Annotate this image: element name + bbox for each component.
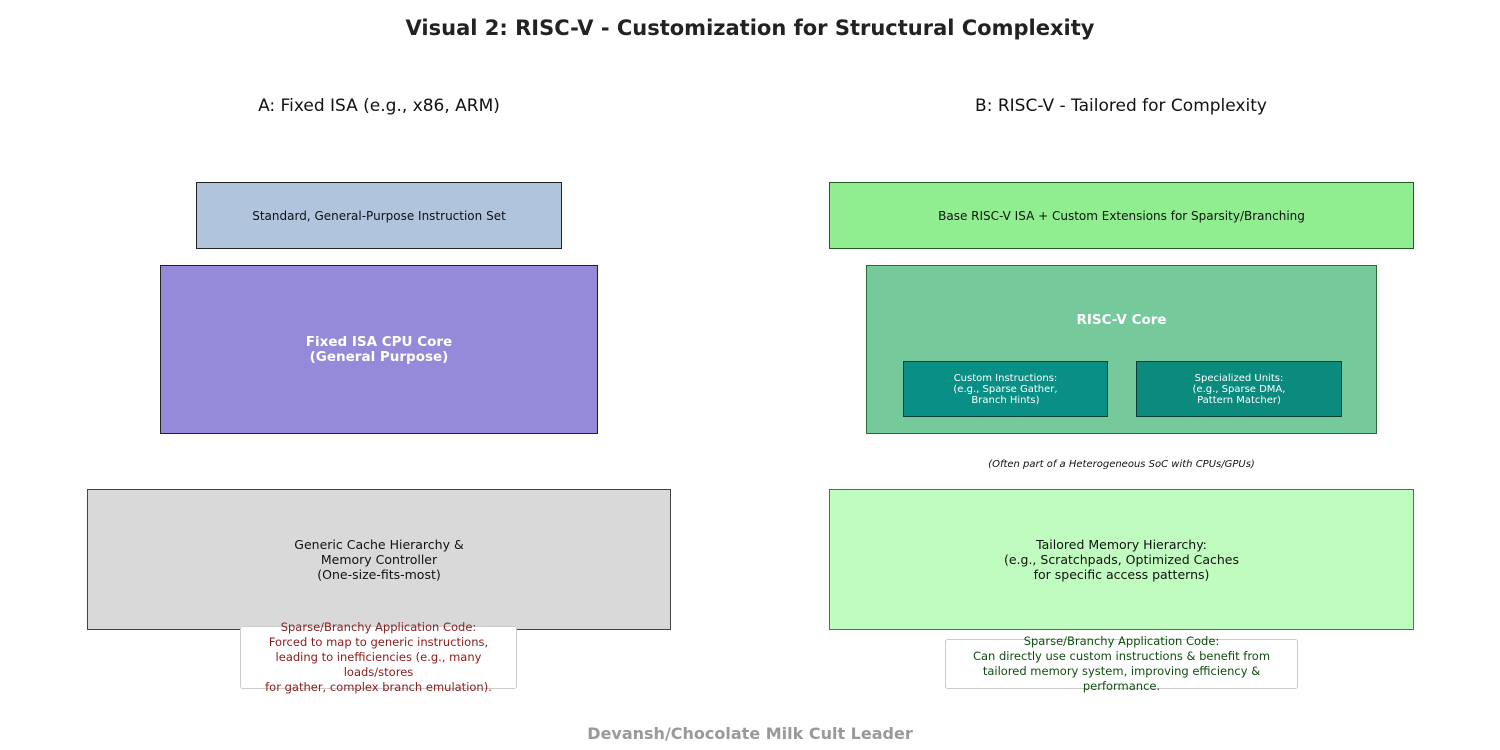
fixed-isa-core-box: Fixed ISA CPU Core (General Purpose) [160, 265, 598, 434]
general-instruction-set-box: Standard, General-Purpose Instruction Se… [196, 182, 562, 249]
generic-cache-box: Generic Cache Hierarchy & Memory Control… [87, 489, 671, 630]
heterogeneous-soc-note: (Often part of a Heterogeneous SoC with … [988, 459, 1255, 470]
specialized-units-box: Specialized Units: (e.g., Sparse DMA, Pa… [1136, 361, 1342, 417]
riscv-app-code-text: Sparse/Branchy Application Code: Can dir… [972, 634, 1271, 693]
custom-instructions-box: Custom Instructions: (e.g., Sparse Gathe… [903, 361, 1108, 417]
fixed-isa-panel-title: A: Fixed ISA (e.g., x86, ARM) [258, 96, 500, 116]
footer-credit: Devansh/Chocolate Milk Cult Leader [587, 724, 913, 743]
generic-cache-label: Generic Cache Hierarchy & Memory Control… [294, 537, 464, 582]
riscv-panel-title: B: RISC-V - Tailored for Complexity [975, 96, 1267, 116]
riscv-core-label: RISC-V Core [1076, 312, 1167, 328]
tailored-memory-box: Tailored Memory Hierarchy: (e.g., Scratc… [829, 489, 1414, 630]
riscv-isa-box: Base RISC-V ISA + Custom Extensions for … [829, 182, 1414, 249]
general-instruction-set-label: Standard, General-Purpose Instruction Se… [252, 208, 506, 223]
fixed-isa-app-code-text: Sparse/Branchy Application Code: Forced … [265, 620, 492, 694]
diagram-title: Visual 2: RISC-V - Customization for Str… [405, 16, 1095, 40]
custom-instructions-label: Custom Instructions: (e.g., Sparse Gathe… [953, 372, 1058, 406]
specialized-units-label: Specialized Units: (e.g., Sparse DMA, Pa… [1192, 372, 1286, 406]
tailored-memory-label: Tailored Memory Hierarchy: (e.g., Scratc… [1003, 537, 1240, 582]
riscv-isa-label: Base RISC-V ISA + Custom Extensions for … [938, 208, 1305, 223]
riscv-app-code-note: Sparse/Branchy Application Code: Can dir… [945, 634, 1298, 693]
fixed-isa-core-label: Fixed ISA CPU Core (General Purpose) [305, 333, 453, 365]
fixed-isa-app-code-note: Sparse/Branchy Application Code: Forced … [240, 620, 517, 694]
